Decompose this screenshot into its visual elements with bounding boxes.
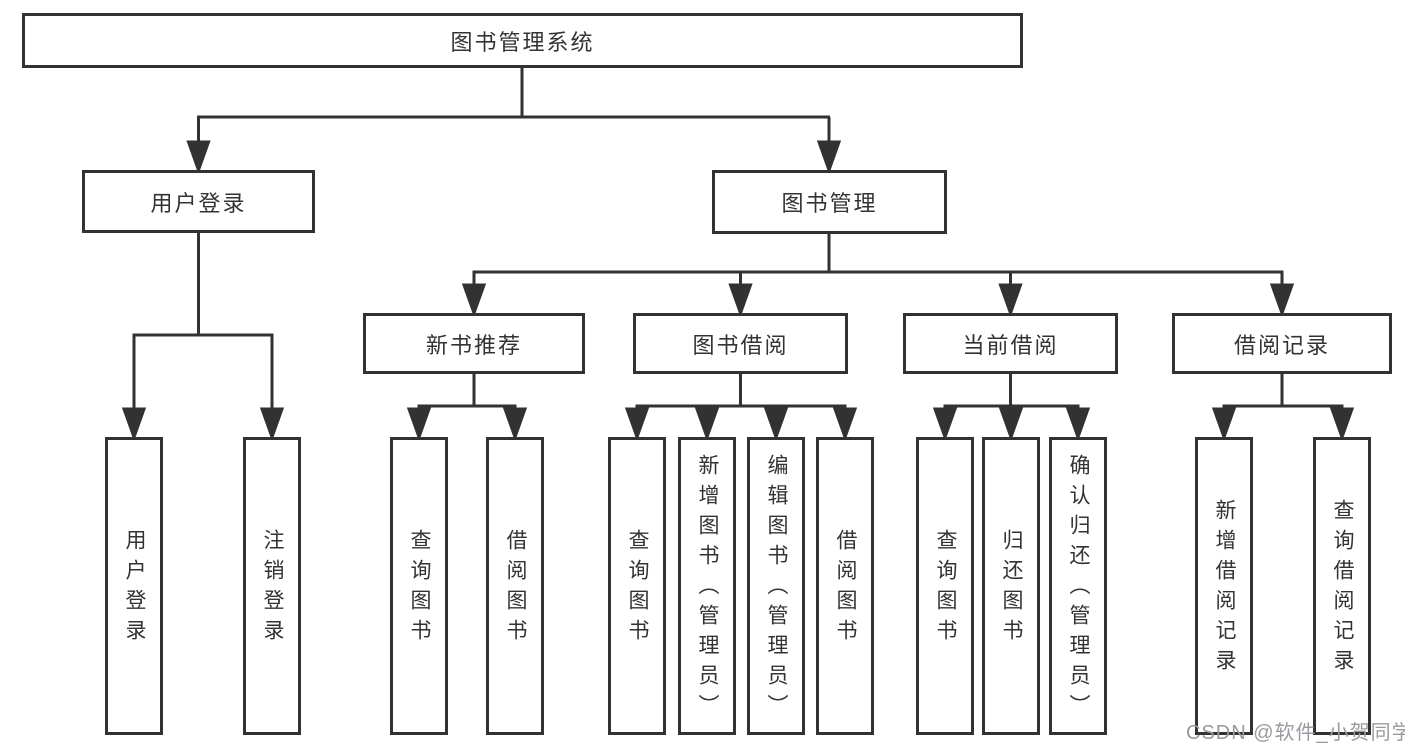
leaf-borrow-query-book: 查询图书 (608, 437, 666, 735)
arrowhead-icon (1269, 283, 1295, 318)
leaf-borrow-book: 借阅图书 (816, 437, 874, 735)
arrowhead-icon (1065, 407, 1091, 442)
connector-user-login-children (121, 233, 285, 442)
leaf-borrow-book-label: 借阅图书 (834, 528, 857, 649)
arrowhead-icon (728, 283, 753, 318)
arrowhead-icon (816, 140, 842, 175)
leaf-borrow-query-book-label: 查询图书 (626, 528, 649, 649)
node-new-book-recommend: 新书推荐 (363, 313, 585, 374)
node-book-management: 图书管理 (712, 170, 947, 234)
arrowhead-icon (121, 407, 147, 442)
leaf-recommend-borrow-book-label: 借阅图书 (504, 528, 527, 649)
arrowhead-icon (502, 407, 528, 442)
leaf-recommend-query-book: 查询图书 (390, 437, 448, 735)
connector-book-management-to-level3 (461, 234, 1295, 318)
node-root-label: 图书管理系统 (450, 29, 595, 55)
node-borrow-record: 借阅记录 (1172, 313, 1392, 374)
leaf-logout-label: 注销登录 (261, 528, 284, 649)
leaf-current-query-book-label: 查询图书 (934, 528, 957, 649)
node-book-management-label: 图书管理 (781, 191, 878, 216)
node-user-login: 用户登录 (82, 170, 315, 233)
leaf-add-book-admin: 新增图书（管理员） (678, 437, 736, 735)
leaf-user-login-label: 用户登录 (123, 528, 146, 649)
node-current-borrow-label: 当前借阅 (962, 332, 1059, 358)
connector-current-borrow-children (932, 374, 1091, 442)
connector-book-borrow-children (624, 374, 858, 442)
arrowhead-icon (406, 407, 432, 442)
leaf-add-borrow-record-label: 新增借阅记录 (1213, 498, 1236, 679)
arrowhead-icon (1329, 407, 1355, 442)
leaf-logout: 注销登录 (243, 437, 301, 735)
leaf-edit-book-admin-label: 编辑图书（管理员） (765, 453, 788, 724)
node-borrow-record-label: 借阅记录 (1233, 332, 1330, 358)
leaf-edit-book-admin: 编辑图书（管理员） (747, 437, 805, 735)
leaf-add-borrow-record: 新增借阅记录 (1195, 437, 1253, 735)
leaf-confirm-return-admin-label: 确认归还（管理员） (1067, 453, 1090, 724)
leaf-query-borrow-record-label: 查询借阅记录 (1331, 498, 1354, 679)
arrowhead-icon (998, 407, 1024, 442)
leaf-return-book-label: 归还图书 (1000, 528, 1023, 649)
node-new-book-recommend-label: 新书推荐 (425, 332, 522, 358)
leaf-add-book-admin-label: 新增图书（管理员） (696, 453, 719, 724)
leaf-current-query-book: 查询图书 (916, 437, 974, 735)
arrowhead-icon (259, 407, 285, 442)
arrowhead-icon (998, 283, 1023, 318)
arrowhead-icon (932, 407, 958, 442)
leaf-recommend-borrow-book: 借阅图书 (486, 437, 544, 735)
arrowhead-icon (624, 407, 650, 442)
leaf-user-login: 用户登录 (105, 437, 163, 735)
arrowhead-icon (763, 407, 789, 442)
leaf-query-borrow-record: 查询借阅记录 (1313, 437, 1371, 735)
node-book-borrow-label: 图书借阅 (692, 332, 789, 358)
node-user-login-label: 用户登录 (150, 190, 247, 216)
leaf-recommend-query-book-label: 查询图书 (408, 528, 431, 649)
node-current-borrow: 当前借阅 (903, 313, 1118, 374)
leaf-confirm-return-admin: 确认归还（管理员） (1049, 437, 1107, 735)
arrowhead-icon (832, 407, 858, 442)
connector-root-to-level2 (186, 68, 842, 175)
connector-borrow-record-children (1211, 374, 1355, 442)
csdn-watermark: CSDN @软件_小贺同学 (1186, 722, 1405, 744)
arrowhead-icon (186, 140, 211, 175)
leaf-return-book: 归还图书 (982, 437, 1040, 735)
node-book-borrow: 图书借阅 (633, 313, 848, 374)
connector-new-book-recommend-children (406, 374, 528, 442)
node-root: 图书管理系统 (22, 13, 1023, 68)
arrowhead-icon (1211, 407, 1237, 442)
arrowhead-icon (694, 407, 720, 442)
arrowhead-icon (461, 283, 487, 318)
